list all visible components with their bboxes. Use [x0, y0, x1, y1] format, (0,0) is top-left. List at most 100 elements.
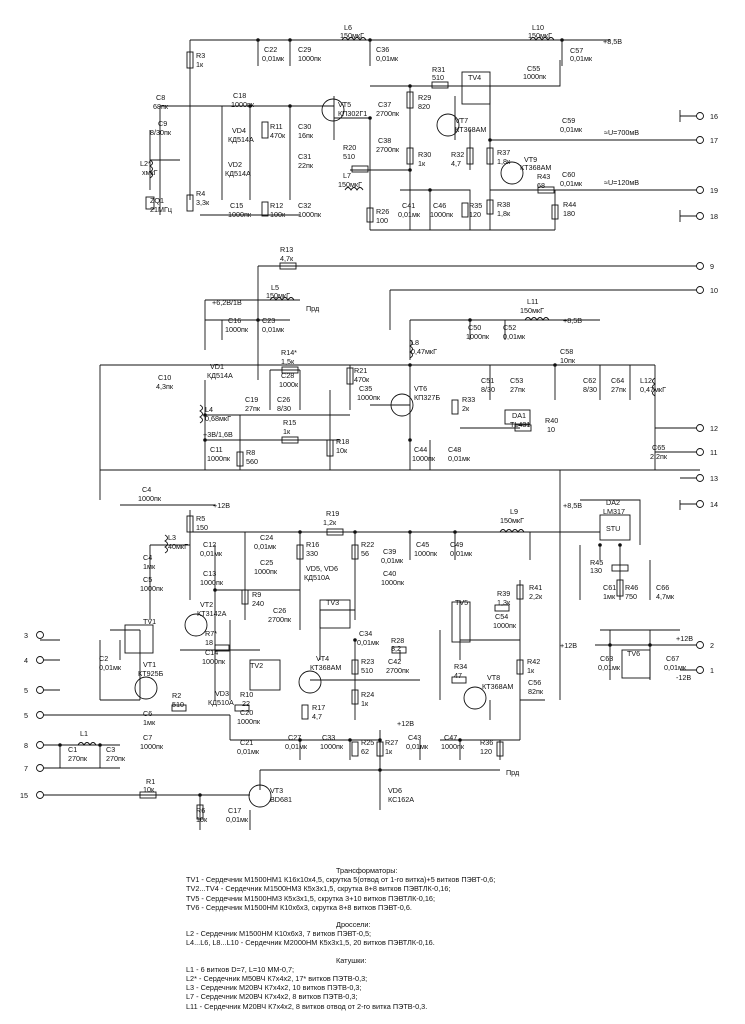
- component-symbols: [77, 37, 656, 820]
- label-c36: C36: [376, 45, 389, 54]
- label-c63v: 0,01мк: [598, 663, 621, 672]
- label-c21v: 0,01мк: [237, 747, 260, 756]
- rail-prd-1: Прд: [306, 304, 320, 313]
- label-vt9v: КТ368АМ: [520, 163, 551, 172]
- pin-label-5: 5: [24, 686, 28, 695]
- label-c48v: 0,01мк: [448, 454, 471, 463]
- label-c26: C26: [277, 395, 290, 404]
- rail-12v-c: +12В: [676, 634, 693, 643]
- label-vd2v: КД514А: [225, 169, 251, 178]
- label-vt2: VT2: [200, 600, 213, 609]
- label-r38: R38: [497, 200, 510, 209]
- label-r29v: 820: [418, 102, 430, 111]
- label-r41v: 2,2к: [529, 592, 543, 601]
- label-c65: C65: [652, 443, 665, 452]
- label-c48: C48: [448, 445, 461, 454]
- label-c8v: 68пк: [153, 102, 169, 111]
- label-vt4: VT4: [316, 654, 329, 663]
- label-c33: C33: [322, 733, 335, 742]
- label-c27: C27: [288, 733, 301, 742]
- label-c60v: 0,01мк: [560, 179, 583, 188]
- label-c34: C34: [359, 629, 372, 638]
- pin-label-2: 2: [710, 641, 714, 650]
- label-c10v: 4,3пк: [156, 382, 174, 391]
- label-c4bv: 1мк: [143, 562, 156, 571]
- label-r3v: 1к: [196, 60, 204, 69]
- label-c8: C8: [156, 93, 165, 102]
- pin-label-10: 10: [710, 286, 718, 295]
- label-vd6bv: КС162А: [388, 795, 414, 804]
- label-r43: R43: [537, 172, 550, 181]
- label-c26b: C26: [273, 606, 286, 615]
- label-c49: C49: [450, 540, 463, 549]
- connector-pins: [36, 112, 704, 799]
- label-r6: R6: [196, 806, 205, 815]
- label-r27v: 1к: [385, 747, 393, 756]
- label-r29: R29: [418, 93, 431, 102]
- rail-8v5-dc: +8,5В: [563, 501, 582, 510]
- label-r7: R7*: [205, 629, 217, 638]
- pin-label-13: 13: [710, 474, 718, 483]
- label-l7v: 150мкГ: [338, 180, 362, 189]
- label-r5v: 150: [196, 523, 208, 532]
- label-r27: R27: [385, 738, 398, 747]
- label-r37: R37: [497, 148, 510, 157]
- label-vt1v: КТ925Б: [138, 669, 164, 678]
- label-c63: C63: [600, 654, 613, 663]
- label-c36v: 0,01мк: [376, 54, 399, 63]
- transformer-note: TV6 - Сердечник М1500НМ К10х6х3, скрутка…: [186, 902, 412, 912]
- label-r30v: 1к: [418, 159, 426, 168]
- label-c28v: 1000к: [279, 380, 299, 389]
- label-l9: L9: [510, 507, 518, 516]
- chokes-title: Дроссели:: [336, 920, 371, 930]
- label-c37: C37: [378, 100, 391, 109]
- label-c59v: 0,01мк: [560, 125, 583, 134]
- label-tv1: TV1: [143, 617, 156, 626]
- label-vt6: VT6: [414, 384, 427, 393]
- pin-label-4: 4: [24, 656, 28, 665]
- label-c31: C31: [298, 152, 311, 161]
- label-c10: C10: [158, 373, 171, 382]
- label-vt5v: КП302Г1: [338, 109, 367, 118]
- label-c46v: 1000пк: [430, 210, 454, 219]
- label-c41v: 0,01мк: [398, 210, 421, 219]
- label-c61v: 1мк: [603, 592, 616, 601]
- label-vt5: VT5: [338, 100, 351, 109]
- label-c42: C42: [388, 657, 401, 666]
- label-vd4: VD4: [232, 126, 246, 135]
- pin-label-3: 3: [24, 631, 28, 640]
- bottom-section-wiring: [40, 470, 700, 830]
- label-c44: C44: [414, 445, 427, 454]
- label-c55: C55: [527, 64, 540, 73]
- label-r8: R8: [246, 448, 255, 457]
- label-c51v: 8/30: [481, 385, 495, 394]
- label-r16v: 330: [306, 549, 318, 558]
- label-c32v: 1000пк: [298, 210, 322, 219]
- label-r33: R33: [462, 395, 475, 404]
- label-vt9: VT9: [524, 155, 537, 164]
- label-r16: R16: [306, 540, 319, 549]
- label-c29: C29: [298, 45, 311, 54]
- label-c41: C41: [402, 201, 415, 210]
- label-r45v: 130: [590, 566, 602, 575]
- pin-label-12: 12: [710, 424, 718, 433]
- label-c16: C16: [228, 316, 241, 325]
- label-c67: C67: [666, 654, 679, 663]
- label-r40: R40: [545, 416, 558, 425]
- label-r42: R42: [527, 657, 540, 666]
- label-r25: R25: [361, 738, 374, 747]
- label-da2: DA2: [606, 498, 620, 507]
- label-r1: R1: [146, 777, 155, 786]
- label-vd1: VD1: [210, 362, 224, 371]
- label-da1v: TL431: [510, 420, 530, 429]
- pin-label-7: 7: [24, 764, 28, 773]
- label-c5: C5: [143, 575, 152, 584]
- label-r21: R21: [354, 366, 367, 375]
- label-r12: R12: [270, 201, 283, 210]
- label-l3: L3: [168, 533, 176, 542]
- label-r2: R2: [172, 691, 181, 700]
- label-c59: C59: [562, 116, 575, 125]
- rail-minus-12v: -12В: [676, 673, 691, 682]
- choke-note: L4...L6, L8...L10 - Сердечник М2000НМ К5…: [186, 938, 435, 948]
- label-r44v: 180: [563, 209, 575, 218]
